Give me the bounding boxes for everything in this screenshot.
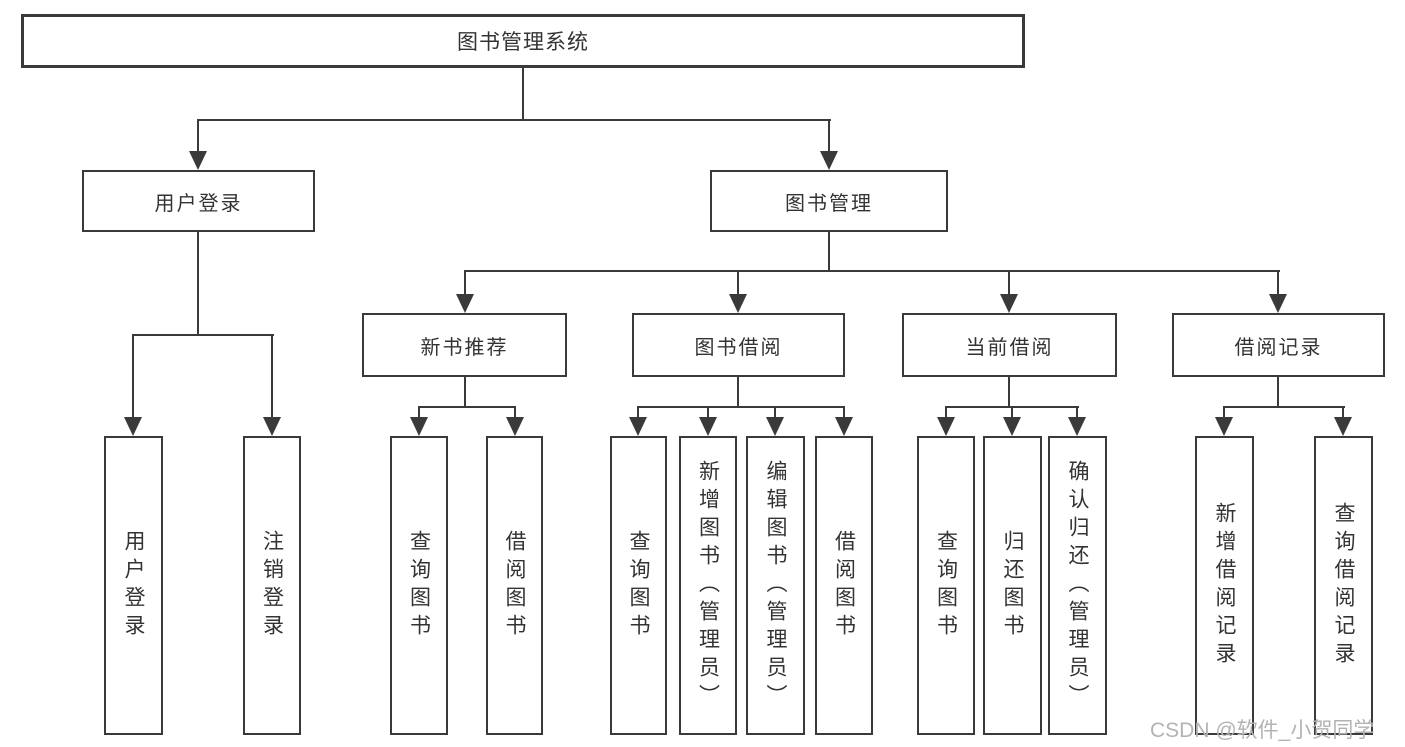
node-label: 新增图书（管理员） — [696, 459, 720, 712]
node-book-borrowing: 图书借阅 — [632, 313, 845, 377]
connector-line — [132, 334, 134, 419]
connector-line — [464, 270, 1280, 272]
node-borrowing-records: 借阅记录 — [1172, 313, 1385, 377]
connector-line — [197, 232, 199, 336]
arrowhead-down-icon — [189, 151, 207, 170]
arrowhead-down-icon — [1269, 294, 1287, 313]
connector-line — [418, 406, 420, 420]
node-leaf-query-books-borrowing: 查询图书 — [610, 436, 667, 735]
watermark: CSDN @软件_小贺同学 — [1150, 719, 1375, 742]
connector-line — [737, 270, 739, 296]
node-label: 编辑图书（管理员） — [764, 459, 787, 712]
arrowhead-down-icon — [1068, 417, 1086, 436]
connector-line — [1223, 406, 1345, 408]
connector-line — [1223, 406, 1225, 420]
node-user-login: 用户登录 — [82, 170, 315, 232]
node-leaf-add-books-admin: 新增图书（管理员） — [679, 436, 737, 735]
connector-line — [737, 377, 739, 408]
connector-line — [132, 334, 274, 336]
arrowhead-down-icon — [766, 417, 784, 436]
connector-line — [464, 270, 466, 296]
connector-line — [843, 406, 845, 420]
node-label: 用户登录 — [154, 192, 243, 215]
node-leaf-borrow-books-borrowing: 借阅图书 — [815, 436, 873, 735]
connector-line — [828, 232, 830, 272]
arrowhead-down-icon — [729, 294, 747, 313]
connector-line — [637, 406, 845, 408]
arrowhead-down-icon — [835, 417, 853, 436]
node-label: 查询图书 — [407, 529, 431, 642]
node-label: 借阅图书 — [503, 529, 526, 642]
arrowhead-down-icon — [1003, 417, 1021, 436]
connector-line — [637, 406, 639, 420]
connector-line — [418, 406, 516, 408]
connector-line — [197, 119, 199, 153]
connector-line — [707, 406, 709, 420]
connector-line — [271, 334, 273, 419]
node-label: 查询图书 — [934, 529, 958, 642]
arrowhead-down-icon — [456, 294, 474, 313]
node-label: 查询图书 — [627, 529, 650, 642]
connector-line — [1342, 406, 1344, 420]
arrowhead-down-icon — [410, 417, 428, 436]
node-book-management: 图书管理 — [710, 170, 948, 232]
node-current-borrowing: 当前借阅 — [902, 313, 1117, 377]
arrowhead-down-icon — [629, 417, 647, 436]
node-label: 新增借阅记录 — [1213, 501, 1236, 670]
arrowhead-down-icon — [1000, 294, 1018, 313]
node-label: 新书推荐 — [420, 336, 509, 359]
node-leaf-confirm-return-admin: 确认归还（管理员） — [1048, 436, 1107, 735]
node-root-label: 图书管理系统 — [457, 31, 589, 54]
node-leaf-return-books: 归还图书 — [983, 436, 1042, 735]
node-leaf-add-borrow-record: 新增借阅记录 — [1195, 436, 1254, 735]
node-leaf-query-books-current: 查询图书 — [917, 436, 975, 735]
node-leaf-borrow-books-recommend: 借阅图书 — [486, 436, 543, 735]
node-label: 借阅图书 — [832, 529, 856, 642]
node-label: 查询借阅记录 — [1332, 501, 1355, 670]
connector-line — [464, 377, 466, 408]
connector-line — [514, 406, 516, 420]
arrowhead-down-icon — [1215, 417, 1233, 436]
connector-line — [1076, 406, 1078, 420]
node-label: 图书借阅 — [694, 336, 783, 359]
node-label: 归还图书 — [1001, 529, 1024, 642]
arrowhead-down-icon — [699, 417, 717, 436]
connector-line — [522, 68, 524, 121]
node-root: 图书管理系统 — [21, 14, 1025, 68]
connector-line — [945, 406, 947, 420]
connector-line — [1008, 270, 1010, 296]
connector-line — [1011, 406, 1013, 420]
node-label: 注销登录 — [260, 529, 284, 642]
node-label: 图书管理 — [785, 192, 873, 215]
node-label: 当前借阅 — [965, 336, 1054, 359]
arrowhead-down-icon — [263, 417, 281, 436]
node-label: 用户登录 — [122, 529, 145, 642]
connector-line — [828, 119, 830, 153]
arrowhead-down-icon — [506, 417, 524, 436]
node-leaf-user-login: 用户登录 — [104, 436, 163, 735]
node-new-book-recommend: 新书推荐 — [362, 313, 567, 377]
connector-line — [1008, 377, 1010, 408]
connector-line — [197, 119, 831, 121]
node-leaf-query-borrow-record: 查询借阅记录 — [1314, 436, 1373, 735]
node-leaf-logout: 注销登录 — [243, 436, 301, 735]
connector-line — [1277, 377, 1279, 408]
connector-line — [1277, 270, 1279, 296]
node-label: 借阅记录 — [1234, 336, 1323, 359]
node-label: 确认归还（管理员） — [1066, 459, 1089, 712]
arrowhead-down-icon — [124, 417, 142, 436]
arrowhead-down-icon — [1334, 417, 1352, 436]
arrowhead-down-icon — [937, 417, 955, 436]
node-leaf-edit-books-admin: 编辑图书（管理员） — [746, 436, 805, 735]
node-leaf-query-books-recommend: 查询图书 — [390, 436, 448, 735]
arrowhead-down-icon — [820, 151, 838, 170]
connector-line — [774, 406, 776, 420]
